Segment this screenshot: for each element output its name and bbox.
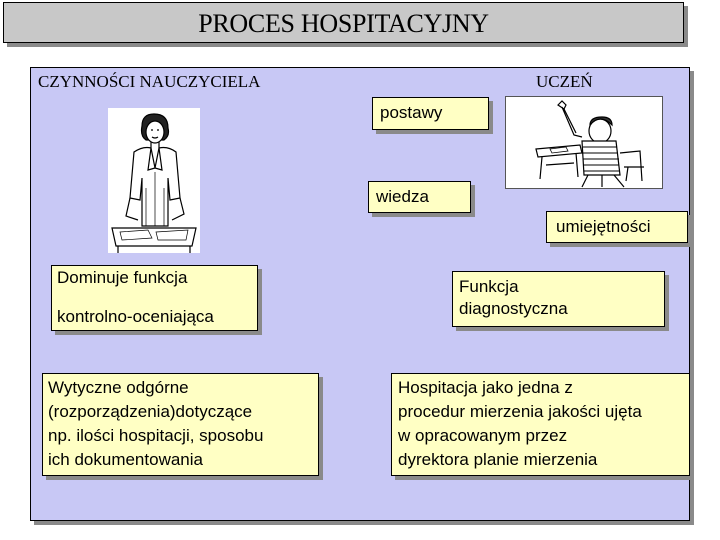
wytyczne-line: ich dokumentowania: [48, 450, 203, 469]
hospitacja-line: dyrektora planie mierzenia: [398, 450, 598, 469]
funkcja-line2: diagnostyczna: [459, 299, 568, 318]
student-icon: [535, 100, 644, 188]
hospitacja-line: Hospitacja jako jedna z: [398, 378, 573, 397]
postawy-tag: postawy: [372, 97, 489, 130]
page-title: PROCES HOSPITACYJNY: [198, 9, 489, 38]
title-banner: PROCES HOSPITACYJNY: [3, 2, 684, 43]
dominuje-line1: Dominuje funkcja: [57, 268, 188, 287]
hospitacja-box: Hospitacja jako jedna z procedur mierzen…: [391, 373, 690, 476]
wytyczne-line: Wytyczne odgórne: [48, 378, 189, 397]
wytyczne-line: np. ilości hospitacji, sposobu: [48, 426, 264, 445]
student-header: UCZEŃ: [536, 72, 593, 91]
teacher-clipart: [108, 108, 200, 253]
hospitacja-line: w opracowanym przez: [398, 426, 568, 445]
umiejetnosci-tag: umiejętności: [546, 211, 688, 243]
wytyczne-line: (rozporządzenia)dotyczące: [48, 402, 253, 421]
wytyczne-box: Wytyczne odgórne (rozporządzenia)dotyczą…: [42, 373, 319, 476]
funkcja-box: Funkcja diagnostyczna: [452, 271, 665, 327]
student-clipart: [505, 96, 663, 189]
dominuje-line2: kontrolno-oceniająca: [57, 307, 214, 326]
postawy-label: postawy: [380, 103, 443, 122]
wiedza-tag: wiedza: [368, 181, 471, 213]
dominuje-box: Dominuje funkcja kontrolno-oceniająca: [51, 265, 258, 331]
teacher-header: CZYNNOŚCI NAUCZYCIELA: [38, 72, 261, 91]
funkcja-line1: Funkcja: [459, 277, 519, 296]
umiejetnosci-label: umiejętności: [556, 217, 651, 236]
wiedza-label: wiedza: [376, 187, 429, 206]
hospitacja-line: procedur mierzenia jakości ujęta: [398, 402, 642, 421]
teacher-icon: [111, 113, 197, 253]
